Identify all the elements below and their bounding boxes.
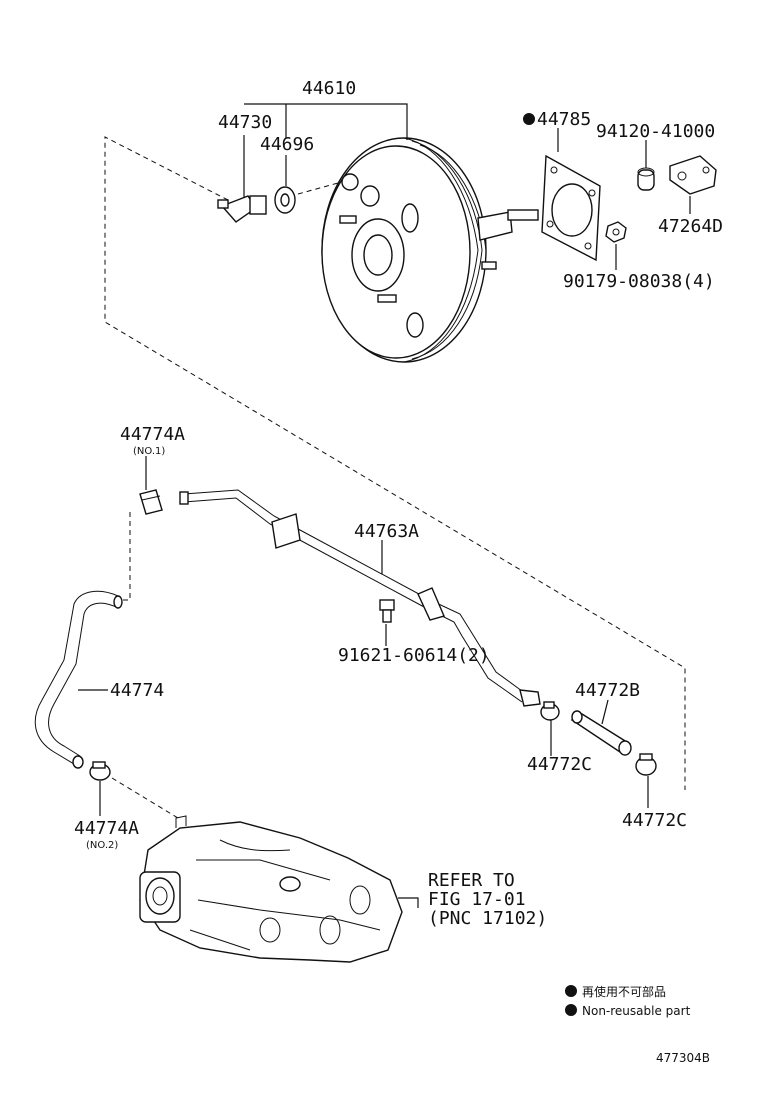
label-94120-41000: 94120-41000 (596, 121, 715, 142)
bush (637, 167, 655, 191)
hose (34, 590, 123, 769)
brake-booster (321, 137, 539, 363)
grommet (274, 186, 296, 214)
hose-clamp-2 (635, 753, 657, 776)
vacuum-pipe (179, 489, 541, 707)
manifold-routing-line (111, 777, 179, 819)
clevis (669, 155, 717, 195)
label-44774A-no2-sub: (NO.2) (86, 840, 118, 851)
label-44772C-2: 44772C (622, 810, 687, 831)
label-91621-60614: 91621-60614(2) (338, 645, 490, 666)
label-44774: 44774 (110, 680, 164, 701)
hose-routing-line (120, 512, 131, 601)
intake-manifold (139, 815, 403, 963)
legend-text-jp: 再使用不可部品 (582, 984, 666, 999)
label-90179-08038: 90179-08038(4) (563, 271, 715, 292)
label-44696: 44696 (260, 134, 314, 155)
refer-line-1: REFER TO (428, 870, 515, 891)
check-valve (217, 195, 267, 223)
assembly-boundary (104, 136, 686, 790)
label-44772B: 44772B (575, 680, 640, 701)
clip-no2 (89, 761, 111, 781)
label-44774A-no1-sub: (NO.1) (133, 446, 165, 457)
legend-marker-jp (565, 985, 577, 997)
label-44785: 44785 (537, 109, 591, 130)
diagram-code: 477304B (656, 1051, 710, 1065)
check-valve-routing-line (297, 182, 339, 195)
label-44610: 44610 (302, 78, 356, 99)
non-reusable-marker (523, 113, 535, 125)
legend-marker-en (565, 1004, 577, 1016)
label-44772C-1: 44772C (527, 754, 592, 775)
clip-no1 (139, 489, 163, 515)
refer-line-2: FIG 17-01 (428, 889, 526, 910)
nut (605, 221, 627, 243)
label-44730: 44730 (218, 112, 272, 133)
refer-line-3: (PNC 17102) (428, 908, 547, 929)
bolt (379, 599, 395, 623)
legend-text-en: Non-reusable part (582, 1004, 691, 1018)
short-hose (570, 710, 632, 756)
label-44763A: 44763A (354, 521, 419, 542)
gasket (541, 154, 601, 262)
leader-lines (78, 103, 691, 908)
hose-clamp-1 (540, 701, 560, 721)
label-44774A-no2: 44774A (74, 818, 139, 839)
label-44774A-no1: 44774A (120, 424, 185, 445)
label-47264D: 47264D (658, 216, 723, 237)
